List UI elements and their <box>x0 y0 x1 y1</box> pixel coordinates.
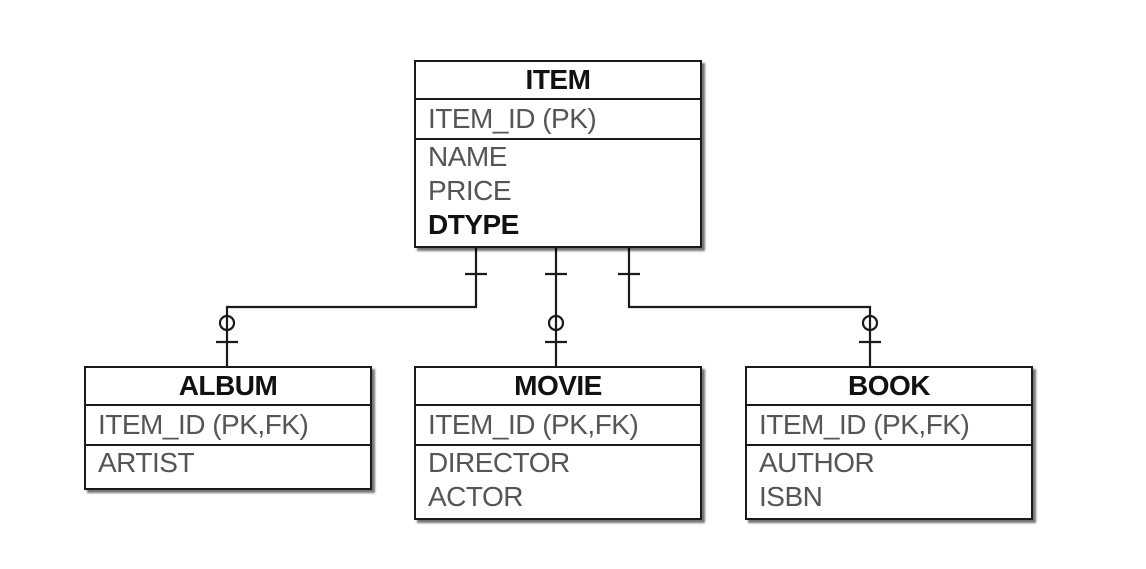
entity-movie-title: MOVIE <box>416 368 700 406</box>
entity-movie-pk: ITEM_ID (PK,FK) <box>416 406 700 446</box>
movie-zero-mark <box>547 314 565 332</box>
entity-item-attribute: NAME <box>428 141 507 172</box>
entity-album-pk: ITEM_ID (PK,FK) <box>86 406 370 446</box>
entity-item-attribute: PRICE <box>428 175 512 206</box>
entity-movie[interactable]: MOVIE ITEM_ID (PK,FK) DIRECTOR ACTOR <box>414 366 702 520</box>
entity-book-attribute: AUTHOR <box>759 447 875 478</box>
entity-book-attributes: AUTHOR ISBN <box>747 446 1031 516</box>
entity-book[interactable]: BOOK ITEM_ID (PK,FK) AUTHOR ISBN <box>745 366 1033 520</box>
relationship-line-album <box>225 248 478 366</box>
entity-book-attribute: ISBN <box>759 481 823 512</box>
entity-movie-attributes: DIRECTOR ACTOR <box>416 446 700 516</box>
album-zero-mark <box>218 314 236 332</box>
entity-item-discriminator: DTYPE <box>428 209 519 240</box>
entity-movie-attribute: ACTOR <box>428 481 524 512</box>
entity-movie-attribute: DIRECTOR <box>428 447 570 478</box>
entity-album-attribute: ARTIST <box>98 447 195 478</box>
entity-item-attributes: NAME PRICE DTYPE <box>416 140 700 244</box>
entity-album-title: ALBUM <box>86 368 370 406</box>
entity-album-attributes: ARTIST <box>86 446 370 482</box>
book-zero-mark <box>861 314 879 332</box>
entity-album[interactable]: ALBUM ITEM_ID (PK,FK) ARTIST <box>84 366 372 490</box>
entity-item-title: ITEM <box>416 62 700 100</box>
entity-book-title: BOOK <box>747 368 1031 406</box>
relationship-line-book <box>627 248 872 366</box>
entity-item-pk: ITEM_ID (PK) <box>416 100 700 140</box>
entity-item[interactable]: ITEM ITEM_ID (PK) NAME PRICE DTYPE <box>414 60 702 248</box>
entity-book-pk: ITEM_ID (PK,FK) <box>747 406 1031 446</box>
